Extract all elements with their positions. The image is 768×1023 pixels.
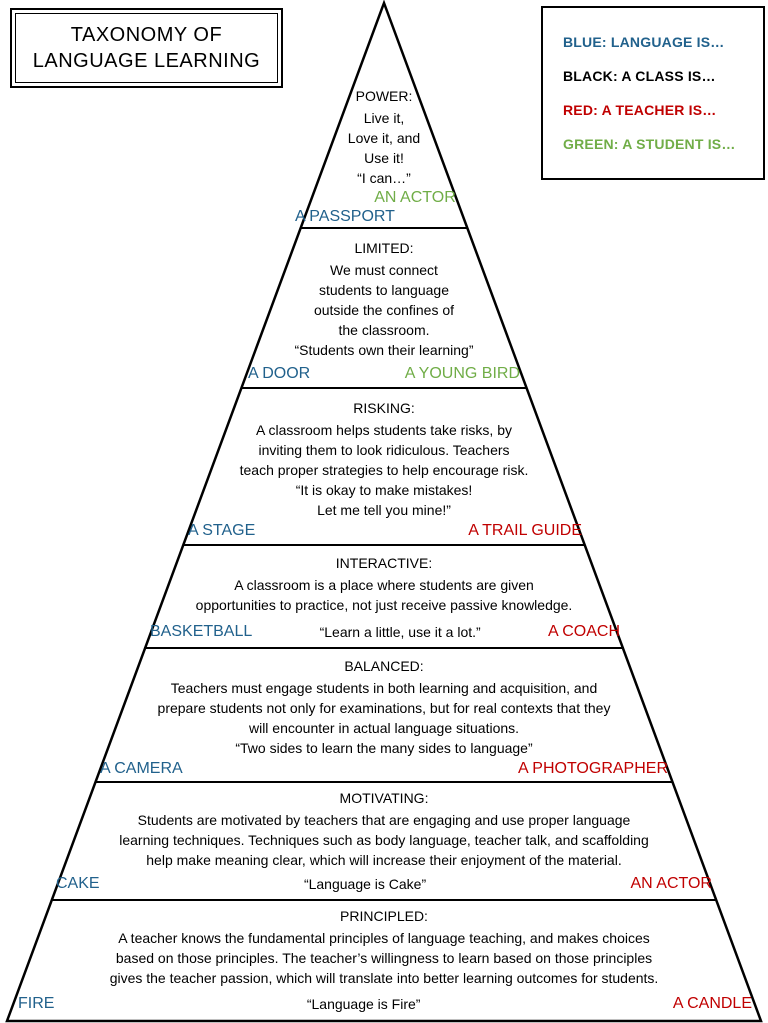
level-text-line: inviting them to look ridiculous. Teache…	[258, 442, 510, 458]
language-metaphor-label: A CAMERA	[100, 760, 183, 777]
level-heading: PRINCIPLED:	[340, 908, 428, 924]
level-motivating: MOTIVATING: Students are motivated by te…	[0, 788, 768, 870]
level-principled-labels: FIRE “Language is Fire” A CANDLE	[18, 994, 752, 1014]
teacher-metaphor-label: AN ACTOR	[630, 875, 712, 892]
level-quote: “I can…”	[357, 170, 411, 186]
level-text-line: A teacher knows the fundamental principl…	[118, 930, 650, 946]
level-text-line: Teachers must engage students in both le…	[170, 680, 598, 696]
title-box: TAXONOMY OF LANGUAGE LEARNING	[10, 8, 283, 88]
student-metaphor-label: A YOUNG BIRD	[404, 365, 520, 382]
level-heading: MOTIVATING:	[339, 790, 429, 806]
legend-item-class: BLACK: A CLASS IS…	[563, 68, 716, 84]
level-heading: RISKING:	[353, 400, 415, 416]
teacher-metaphor-label: A COACH	[547, 623, 620, 640]
level-text-line: the classroom.	[338, 322, 430, 338]
level-limited-labels: A DOOR A YOUNG BIRD	[248, 364, 520, 384]
level-text-line: will encounter in actual language situat…	[248, 720, 520, 736]
level-risking: RISKING: A classroom helps students take…	[0, 398, 768, 520]
level-heading: LIMITED:	[354, 240, 414, 256]
level-text-line: gives the teacher passion, which will tr…	[109, 970, 659, 986]
level-text-line: We must connect	[330, 262, 438, 278]
level-quote: “It is okay to make mistakes!	[295, 482, 473, 498]
level-text-line: Students are motivated by teachers that …	[137, 812, 631, 828]
level-text-line: students to language	[319, 282, 449, 298]
legend-item-language: BLUE: LANGUAGE IS…	[563, 34, 725, 50]
page-title: TAXONOMY OF LANGUAGE LEARNING	[32, 24, 261, 72]
level-text-line: Love it, and	[347, 130, 421, 146]
level-text-line: help make meaning clear, which will incr…	[146, 852, 622, 868]
level-text-line: outside the confines of	[313, 302, 455, 318]
level-text-line: based on those principles. The teacher’s…	[115, 950, 653, 966]
level-interactive-labels: BASKETBALL “Learn a little, use it a lot…	[150, 622, 620, 642]
level-text-line: opportunities to practice, not just rece…	[195, 597, 573, 613]
language-metaphor-label: A STAGE	[188, 522, 256, 539]
student-metaphor-label: AN ACTOR	[374, 189, 456, 206]
teacher-metaphor-label: A CANDLE	[672, 995, 752, 1012]
language-metaphor-label: FIRE	[18, 995, 55, 1012]
level-text-line: A classroom is a place where students ar…	[234, 577, 534, 593]
level-text-line: Live it,	[363, 110, 405, 126]
level-quote: Let me tell you mine!”	[317, 502, 451, 518]
level-quote: “Students own their learning”	[294, 342, 474, 358]
level-motivating-labels: CAKE “Language is Cake” AN ACTOR	[56, 874, 712, 894]
level-principled: PRINCIPLED: A teacher knows the fundamen…	[0, 906, 768, 988]
level-quote: “Two sides to learn the many sides to la…	[235, 740, 533, 756]
level-text-line: A classroom helps students take risks, b…	[256, 422, 512, 438]
teacher-metaphor-label: A TRAIL GUIDE	[468, 522, 582, 539]
legend-item-student: GREEN: A STUDENT IS…	[563, 136, 736, 152]
level-balanced-labels: A CAMERA A PHOTOGRAPHER	[100, 759, 668, 779]
level-text-line: prepare students not only for examinatio…	[157, 700, 611, 716]
level-text-line: learning techniques. Techniques such as …	[119, 832, 649, 848]
level-limited: LIMITED: We must connect students to lan…	[0, 238, 768, 360]
level-interactive: INTERACTIVE: A classroom is a place wher…	[0, 553, 768, 615]
language-metaphor-label: CAKE	[56, 875, 100, 892]
language-metaphor-label: A DOOR	[248, 365, 311, 382]
title-inner-border: TAXONOMY OF LANGUAGE LEARNING	[15, 13, 278, 83]
pyramid-outline	[5, 0, 763, 1023]
level-text-line: Use it!	[364, 150, 404, 166]
level-heading: BALANCED:	[344, 658, 424, 674]
level-risking-labels: A STAGE A TRAIL GUIDE	[188, 521, 582, 541]
level-quote: “Language is Cake”	[303, 876, 427, 892]
level-quote: “Language is Fire”	[306, 996, 421, 1012]
language-metaphor-label: A PASSPORT	[295, 208, 395, 225]
language-metaphor-label: BASKETBALL	[150, 623, 253, 640]
level-power: POWER: Live it, Love it, and Use it! “I …	[0, 86, 768, 188]
level-text-line: teach proper strategies to help encourag…	[239, 462, 529, 478]
level-quote: “Learn a little, use it a lot.”	[319, 624, 481, 640]
level-balanced: BALANCED: Teachers must engage students …	[0, 656, 768, 758]
legend-item-teacher: RED: A TEACHER IS…	[563, 102, 717, 118]
teacher-metaphor-label: A PHOTOGRAPHER	[518, 760, 668, 777]
legend-box: BLUE: LANGUAGE IS… BLACK: A CLASS IS… RE…	[541, 6, 765, 180]
level-heading: POWER:	[355, 88, 413, 104]
level-heading: INTERACTIVE:	[335, 555, 433, 571]
